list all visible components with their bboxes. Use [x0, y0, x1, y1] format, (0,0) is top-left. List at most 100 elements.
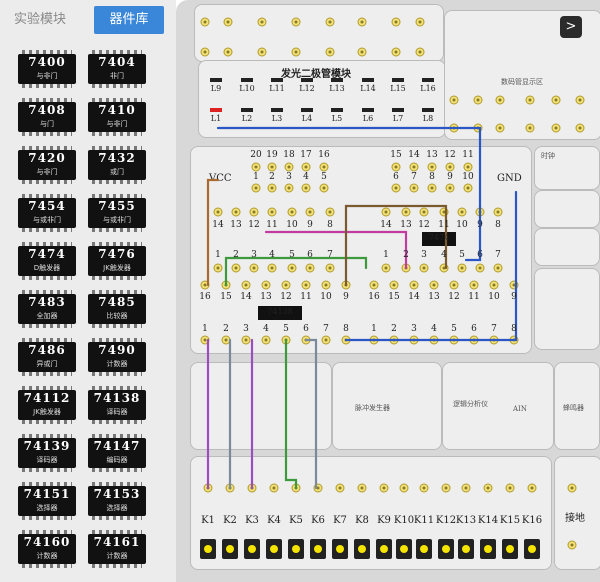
socket-center: [528, 98, 532, 102]
socket-center: [382, 486, 386, 490]
breadboard: VCC GND: [190, 146, 532, 354]
led-indicator: [301, 108, 313, 112]
toggle-switch-K3[interactable]: [244, 539, 260, 559]
toggle-switch-K11[interactable]: [416, 539, 432, 559]
socket-center: [324, 338, 328, 342]
chip-number: 74161: [93, 535, 141, 549]
toggle-switch-K10[interactable]: [396, 539, 412, 559]
wire-blue-2: [344, 190, 518, 342]
chip-function: JK触发器: [103, 264, 131, 272]
side-module-2: [534, 190, 600, 228]
pin-number: 11: [438, 220, 450, 230]
pin-number: 5: [321, 172, 327, 182]
toggle-switch-K8[interactable]: [354, 539, 370, 559]
chip-function: 全加器: [36, 312, 58, 320]
lower-module-1: [190, 362, 332, 450]
chip-7474-body: [422, 232, 456, 246]
wire-gray-2: [304, 338, 318, 490]
pin-number: 7: [323, 324, 329, 334]
pin-number: 6: [307, 250, 313, 260]
socket-center: [226, 20, 230, 24]
socket-center: [338, 486, 342, 490]
chip-number: 74153: [93, 487, 141, 501]
socket-center: [394, 186, 398, 190]
led-label: L4: [301, 114, 313, 123]
toggle-switch-K14[interactable]: [480, 539, 496, 559]
socket-center: [452, 283, 456, 287]
socket-center: [304, 186, 308, 190]
side-module-3: [534, 228, 600, 266]
led-label: L16: [420, 84, 436, 93]
toggle-switch-K9[interactable]: [376, 539, 392, 559]
toggle-switch-K16[interactable]: [524, 539, 540, 559]
led-indicator: [210, 78, 222, 82]
socket-center: [498, 126, 502, 130]
chip-function: 与非门: [36, 72, 58, 80]
tab-component-library[interactable]: 器件库: [94, 6, 164, 34]
socket-center: [234, 210, 238, 214]
seven-seg-label: 数码管显示区: [501, 78, 543, 86]
pin-number: 2: [403, 250, 409, 260]
toggle-switch-K4[interactable]: [266, 539, 282, 559]
toggle-switch-K5[interactable]: [288, 539, 304, 559]
socket-center: [392, 283, 396, 287]
socket-center: [384, 210, 388, 214]
led-label: L2: [241, 114, 253, 123]
pin-number: 3: [251, 250, 257, 260]
socket-center: [270, 266, 274, 270]
pin-number: 8: [343, 324, 349, 334]
chip-number: 7404: [98, 55, 136, 69]
led-label: L12: [299, 84, 315, 93]
collapse-button[interactable]: >: [560, 16, 582, 38]
toggle-switch-K15[interactable]: [502, 539, 518, 559]
socket-center: [402, 486, 406, 490]
socket-center: [304, 165, 308, 169]
tab-experiment-module[interactable]: 实验模块: [13, 12, 66, 27]
socket-center: [216, 266, 220, 270]
chip-function: 与或非门: [33, 216, 61, 224]
socket-center: [203, 20, 207, 24]
socket-center: [270, 165, 274, 169]
toggle-switch-K13[interactable]: [458, 539, 474, 559]
toggle-switch-K7[interactable]: [332, 539, 348, 559]
socket-center: [448, 165, 452, 169]
toggle-switch-K1[interactable]: [200, 539, 216, 559]
toggle-switch-K6[interactable]: [310, 539, 326, 559]
socket-center: [226, 50, 230, 54]
led-indicator: [331, 108, 343, 112]
socket-center: [530, 486, 534, 490]
switch-label: K1: [201, 515, 215, 526]
toggle-switch-K2[interactable]: [222, 539, 238, 559]
pin-number: 4: [263, 324, 269, 334]
chip-function: JK触发器: [33, 408, 61, 416]
toggle-switch-K12[interactable]: [438, 539, 454, 559]
chip-number: 74151: [23, 487, 71, 501]
pin-number: 14: [212, 220, 224, 230]
chip-number: 74112: [23, 391, 71, 405]
pin-number: 8: [511, 324, 517, 334]
pin-number: 10: [456, 220, 468, 230]
